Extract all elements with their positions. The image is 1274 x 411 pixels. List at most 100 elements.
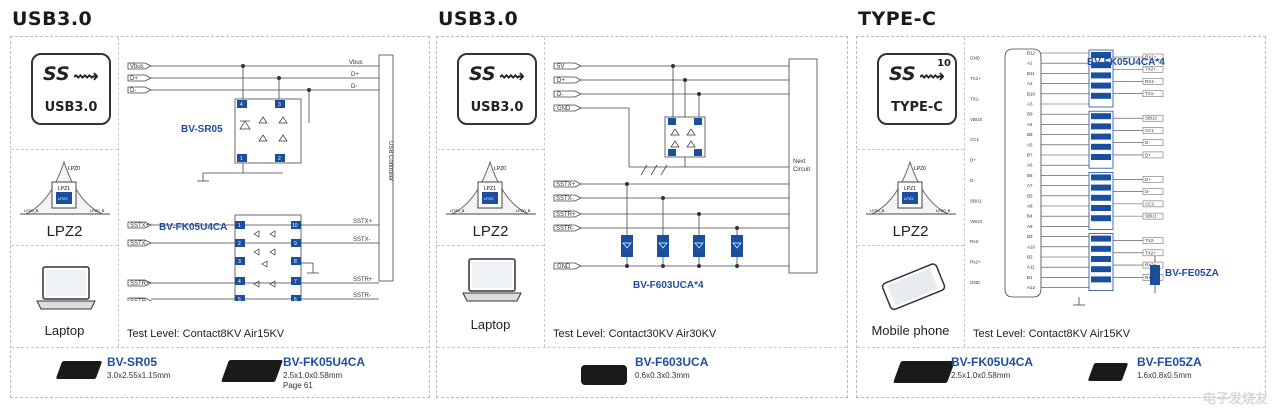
diode-cell (1091, 113, 1111, 120)
circuit-part-label: BV-FK05U4CA*4 (1087, 57, 1165, 68)
product-name: BV-FK05U4CA (951, 355, 1034, 369)
svg-text:SSTX+: SSTX+ (130, 223, 150, 229)
svg-text:D-: D- (351, 84, 357, 90)
svg-text:GND: GND (557, 264, 571, 270)
svg-text:D+: D+ (351, 72, 359, 78)
diode-cell (1091, 245, 1111, 252)
svg-text:5: 5 (238, 297, 241, 301)
svg-text:SSTX-: SSTX- (130, 241, 148, 247)
pin-label: B9 (1027, 112, 1033, 117)
pin-label: A9 (1027, 224, 1033, 229)
product-name: BV-F603UCA (635, 355, 709, 369)
watermark-logo: 电子发烧友 (1202, 392, 1268, 407)
output-label: D+ (1145, 177, 1151, 182)
svg-text:LPZ2: LPZ2 (58, 196, 68, 201)
pin-label: A1 (1027, 61, 1033, 66)
product-chip-image (55, 361, 103, 379)
diode-cell (1091, 205, 1111, 211)
pin-label: B5 (1027, 193, 1033, 198)
svg-text:Vbus: Vbus (349, 60, 363, 66)
output-label: RX2- (1145, 275, 1156, 280)
output-label: CC2 (1145, 201, 1154, 206)
logo-caption: USB3.0 (44, 100, 98, 115)
pin-label: A4 (1027, 122, 1033, 127)
pin-label: A8 (1027, 204, 1033, 209)
pin-label: A3 (1027, 102, 1033, 107)
svg-text:LPZ2: LPZ2 (904, 196, 914, 201)
svg-text:SSTR+: SSTR+ (130, 281, 150, 287)
output-tag (1142, 200, 1164, 208)
svg-text:SSTX+: SSTX+ (353, 219, 373, 225)
svg-text:3: 3 (238, 259, 241, 265)
svg-text:GND: GND (557, 106, 571, 112)
diode-cell (1091, 174, 1111, 181)
circuit-part-label: BV-F603UCA*4 (633, 280, 704, 291)
circuit-f603: 5VD+D-GND SSTX+SSTX-SSTR+SSTR-GND NextCi… (553, 58, 818, 274)
output-label: SBU2 (1145, 116, 1157, 121)
pin-label: B1 (1027, 275, 1033, 280)
signal-label: D- (970, 178, 975, 183)
laptop-icon (462, 258, 522, 302)
pin-label: B7 (1027, 153, 1033, 158)
svg-text:2: 2 (278, 156, 281, 162)
diode-cell (1091, 256, 1111, 262)
output-tag (1142, 237, 1164, 244)
product-name: BV-FK05U4CA (283, 355, 366, 369)
svg-text:1: 1 (238, 223, 241, 229)
diode-cell (1091, 184, 1111, 191)
output-label: RX1- (1145, 79, 1156, 84)
svg-text:LPZ1: LPZ1 (904, 186, 916, 192)
output-tag (1142, 249, 1164, 257)
output-label: TX2+ (1145, 250, 1156, 255)
pin-label: A7 (1027, 183, 1033, 188)
signal-label: D+ (970, 158, 976, 163)
diode-cell (1091, 72, 1111, 79)
svg-text:Vbus: Vbus (130, 64, 144, 70)
diode-cell (1091, 133, 1111, 140)
svg-text:SSTR-: SSTR- (556, 226, 574, 232)
diode-cell (1091, 215, 1111, 222)
pin-label: A2 (1027, 81, 1033, 86)
device-label: Mobile phone (871, 323, 950, 338)
svg-text:8: 8 (294, 259, 297, 265)
product-dim: 3.0x2.55x1.15mm (107, 371, 171, 380)
svg-text:D+: D+ (557, 78, 565, 84)
circuit-typec: B12A1B11A2B10A3B9A4B8A5B7A6B6A7B5A8B4A9B… (970, 48, 1164, 306)
pin-label: B11 (1027, 71, 1035, 76)
lpz2-label: LPZ2 (46, 223, 83, 240)
output-label: RX1+ (1145, 55, 1157, 60)
svg-text:LPZ2: LPZ2 (484, 196, 494, 201)
svg-text:10: 10 (292, 223, 298, 229)
diode-cell (1091, 235, 1111, 242)
diode-cell (1091, 62, 1111, 69)
output-tag (1142, 176, 1164, 183)
pin-label: B6 (1027, 173, 1033, 178)
svg-text:SSTR+: SSTR+ (556, 212, 576, 218)
output-tag (1142, 53, 1164, 61)
circuit-part-label: BV-FE05ZA (1165, 268, 1219, 279)
circuit-part-label: BV-SR05 (181, 124, 223, 135)
panel3-title: TYPE-C (858, 8, 937, 30)
product-dim: 2.5x1.0x0.58mm (951, 371, 1011, 380)
svg-text:D+: D+ (130, 76, 138, 82)
svg-text:LPZ1: LPZ1 (58, 186, 70, 192)
output-label: TX1- (1145, 91, 1155, 96)
logo-caption: USB3.0 (470, 100, 524, 115)
diode-cell (1091, 143, 1111, 150)
circuit-part-label: BV-FK05U4CA (159, 222, 228, 233)
pin-label: B8 (1027, 132, 1033, 137)
pin-label: B4 (1027, 214, 1033, 219)
svg-text:SSTX+: SSTX+ (556, 182, 576, 188)
logo-number: 10 (937, 58, 951, 69)
svg-text:LPZ0_B: LPZ0_B (516, 208, 531, 213)
output-label: D- (1145, 140, 1150, 145)
diode-cell (1091, 154, 1111, 160)
svg-text:LPZ0_B: LPZ0_B (870, 208, 885, 213)
product-page: Page 61 (283, 381, 313, 390)
output-label: SBU1 (1145, 214, 1157, 219)
diode-cell (1091, 92, 1111, 99)
signal-label: TX1+ (970, 76, 981, 81)
